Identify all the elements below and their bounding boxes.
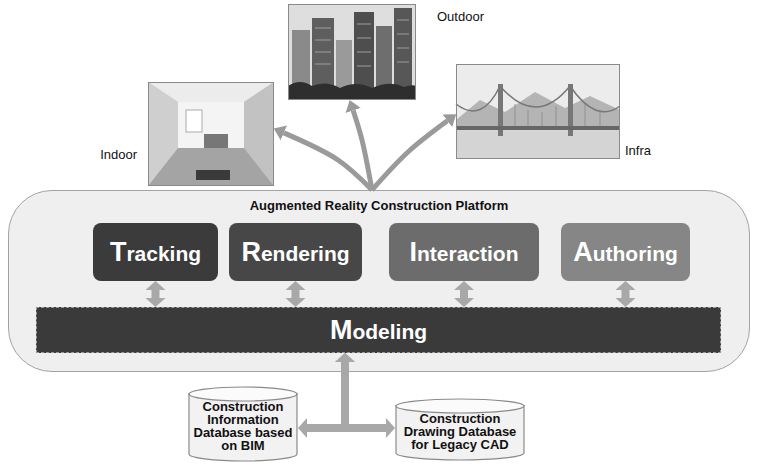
bridge-cables	[456, 86, 620, 112]
modeling-label: Modeling	[330, 315, 427, 346]
water	[456, 130, 620, 159]
photo-frame: Infra	[456, 64, 620, 159]
module-box: Interaction	[389, 223, 539, 281]
database-label: Construction Information Database based …	[193, 400, 293, 452]
mountains	[456, 92, 620, 130]
cylinder-top	[189, 387, 297, 401]
scope-arrow	[353, 111, 372, 190]
database-cylinder: Construction Information Database based …	[188, 386, 298, 462]
back-wall	[178, 102, 244, 148]
platform-title: Augmented Reality Construction Platform	[9, 191, 749, 213]
module-box: Tracking	[93, 223, 218, 281]
database-cylinder: Construction Drawing Database for Legacy…	[395, 398, 525, 461]
photo-label: Outdoor	[437, 9, 484, 24]
data-flow-arrow	[152, 290, 160, 298]
photo-label: Indoor	[100, 147, 137, 162]
module-label: Rendering	[241, 237, 349, 268]
photo-frame: Indoor	[148, 82, 274, 186]
bridge-deck	[456, 126, 620, 130]
module-box: Authoring	[561, 223, 690, 281]
module-box: Rendering	[229, 223, 362, 281]
bridge-hangers	[515, 104, 600, 126]
window	[186, 110, 202, 132]
cylinder-top	[396, 399, 524, 413]
furniture	[204, 134, 228, 148]
windows	[315, 20, 409, 66]
scope-arrow	[284, 133, 372, 190]
database-label: Construction Drawing Database for Legacy…	[400, 412, 520, 451]
sky	[456, 64, 620, 159]
cylinder-body	[396, 405, 524, 460]
module-label: Tracking	[110, 237, 201, 268]
cylinder-body	[189, 393, 297, 461]
connectors	[156, 111, 626, 428]
scope-arrow	[372, 121, 447, 190]
sky	[288, 4, 416, 100]
rug	[196, 170, 230, 180]
photo-frame: Outdoor	[288, 4, 416, 100]
label-holder: Infra	[625, 143, 651, 158]
label-holder: Outdoor	[437, 9, 484, 24]
floor	[148, 148, 274, 186]
modeling-band: Modeling	[36, 307, 721, 353]
trees	[288, 82, 416, 100]
module-label: Authoring	[573, 237, 678, 268]
indoor-photo	[148, 82, 274, 186]
label-holder: Indoor	[100, 147, 137, 162]
module-label: Interaction	[409, 237, 518, 268]
photo-label: Infra	[625, 143, 651, 158]
outdoor-photo	[288, 4, 416, 100]
data-flow-arrow	[292, 290, 300, 298]
data-flow-arrow	[460, 290, 468, 298]
data-flow-arrow	[307, 362, 345, 428]
infra-photo	[456, 64, 620, 159]
data-flow-arrow	[345, 362, 386, 428]
platform-band: Augmented Reality Construction PlatformT…	[8, 190, 750, 372]
room	[148, 82, 274, 186]
data-flow-arrow	[622, 290, 630, 298]
